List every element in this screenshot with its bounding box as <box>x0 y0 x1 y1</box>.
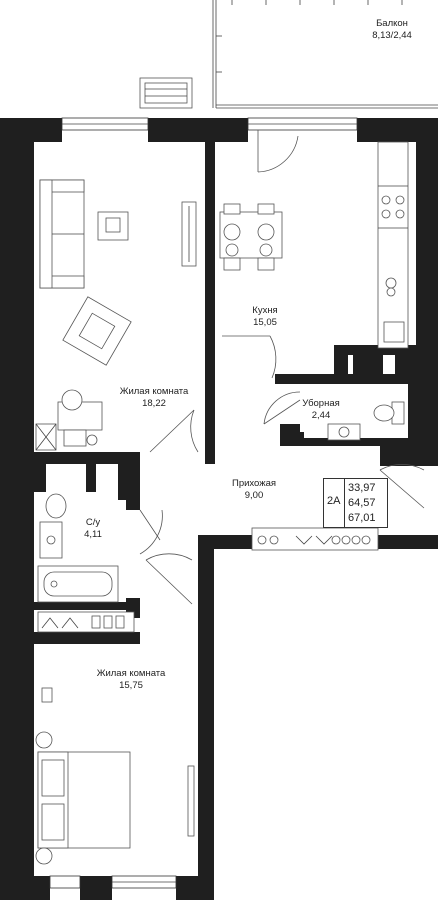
living2-name: Жилая комната <box>96 668 166 679</box>
balcony-area: 8,13/2,44 <box>372 30 412 41</box>
badge-divider <box>344 479 345 527</box>
hall-area: 9,00 <box>244 490 264 501</box>
kitchen-area: 15,05 <box>253 317 277 328</box>
bed <box>35 731 131 865</box>
kitchen-label: Кухня 15,05 <box>252 305 277 329</box>
apartment-type: 2А <box>327 495 341 507</box>
toilet-label: Уборная 2,44 <box>302 398 340 422</box>
toilet-area: 2,44 <box>311 410 331 421</box>
floor-lamp <box>41 687 53 703</box>
balcony-label: Балкон 8,13/2,44 <box>372 18 412 42</box>
toilet-name: Уборная <box>302 398 340 409</box>
living-area-value: 33,97 <box>348 482 376 494</box>
dining-table <box>219 203 283 271</box>
kitchen-name: Кухня <box>252 305 278 316</box>
balcony <box>212 0 438 109</box>
hall-wardrobe <box>251 527 379 551</box>
tv-stand <box>181 201 197 267</box>
total-area-value: 64,57 <box>348 497 376 509</box>
apartment-summary-badge: 2А 33,97 64,57 67,01 <box>323 478 388 528</box>
living2-label: Жилая комната 15,75 <box>97 668 166 692</box>
living2-area: 15,75 <box>119 680 143 691</box>
sofa <box>39 179 85 289</box>
desk <box>35 389 103 451</box>
area-values: 33,97 64,57 67,01 <box>348 481 376 526</box>
doors <box>139 130 425 605</box>
bathroom-fixtures <box>37 493 119 603</box>
windows <box>49 117 358 889</box>
hall-label: Прихожая 9,00 <box>232 478 276 502</box>
bathroom-label: С/у 4,11 <box>84 517 102 541</box>
kitchen-counter <box>377 141 409 349</box>
total-with-balcony-value: 67,01 <box>348 512 376 524</box>
armchair <box>62 296 132 366</box>
ac-unit <box>139 77 193 109</box>
bathroom-area: 4,11 <box>84 529 102 540</box>
living1-area: 18,22 <box>142 398 166 409</box>
balcony-name: Балкон <box>376 18 408 29</box>
bathroom-name: С/у <box>85 517 101 528</box>
coffee-table <box>97 211 129 241</box>
toilet-fixtures <box>327 401 405 441</box>
hall-name: Прихожая <box>231 478 277 489</box>
living1-name: Жилая комната <box>119 386 189 397</box>
living1-label: Жилая комната 18,22 <box>120 386 189 410</box>
wardrobe-2 <box>37 611 135 633</box>
tv-2 <box>187 765 195 837</box>
